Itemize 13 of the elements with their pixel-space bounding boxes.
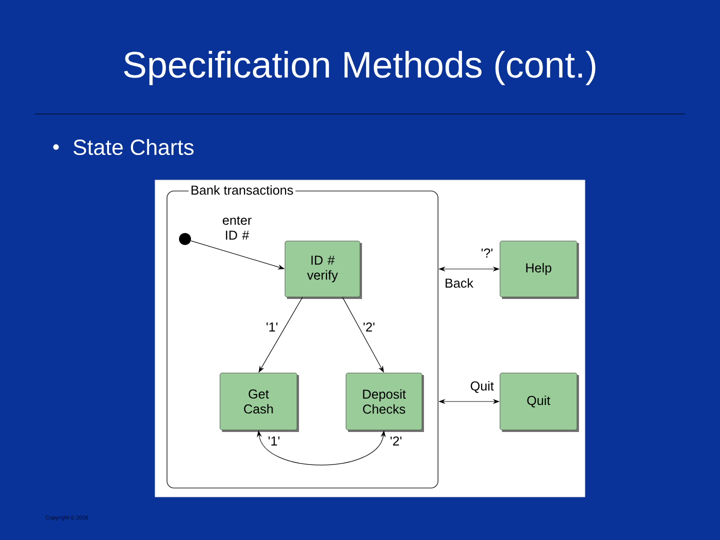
edge-label: '1' xyxy=(266,436,282,446)
state-box: Get Cash xyxy=(220,372,299,432)
edge-label: enter ID # xyxy=(216,215,258,241)
state-box: ID # verify xyxy=(284,240,362,299)
transition-label: Back xyxy=(444,277,474,289)
edge-label: '1' xyxy=(264,322,280,332)
start-dot xyxy=(179,233,191,245)
edge-label: Quit xyxy=(469,380,495,394)
bullet-text: State Charts xyxy=(74,138,194,156)
title: Specification Methods (cont.) xyxy=(124,50,596,86)
state-box: Deposit Checks xyxy=(346,372,424,432)
state-box: Help xyxy=(500,240,579,299)
state-box: Quit xyxy=(500,372,579,432)
